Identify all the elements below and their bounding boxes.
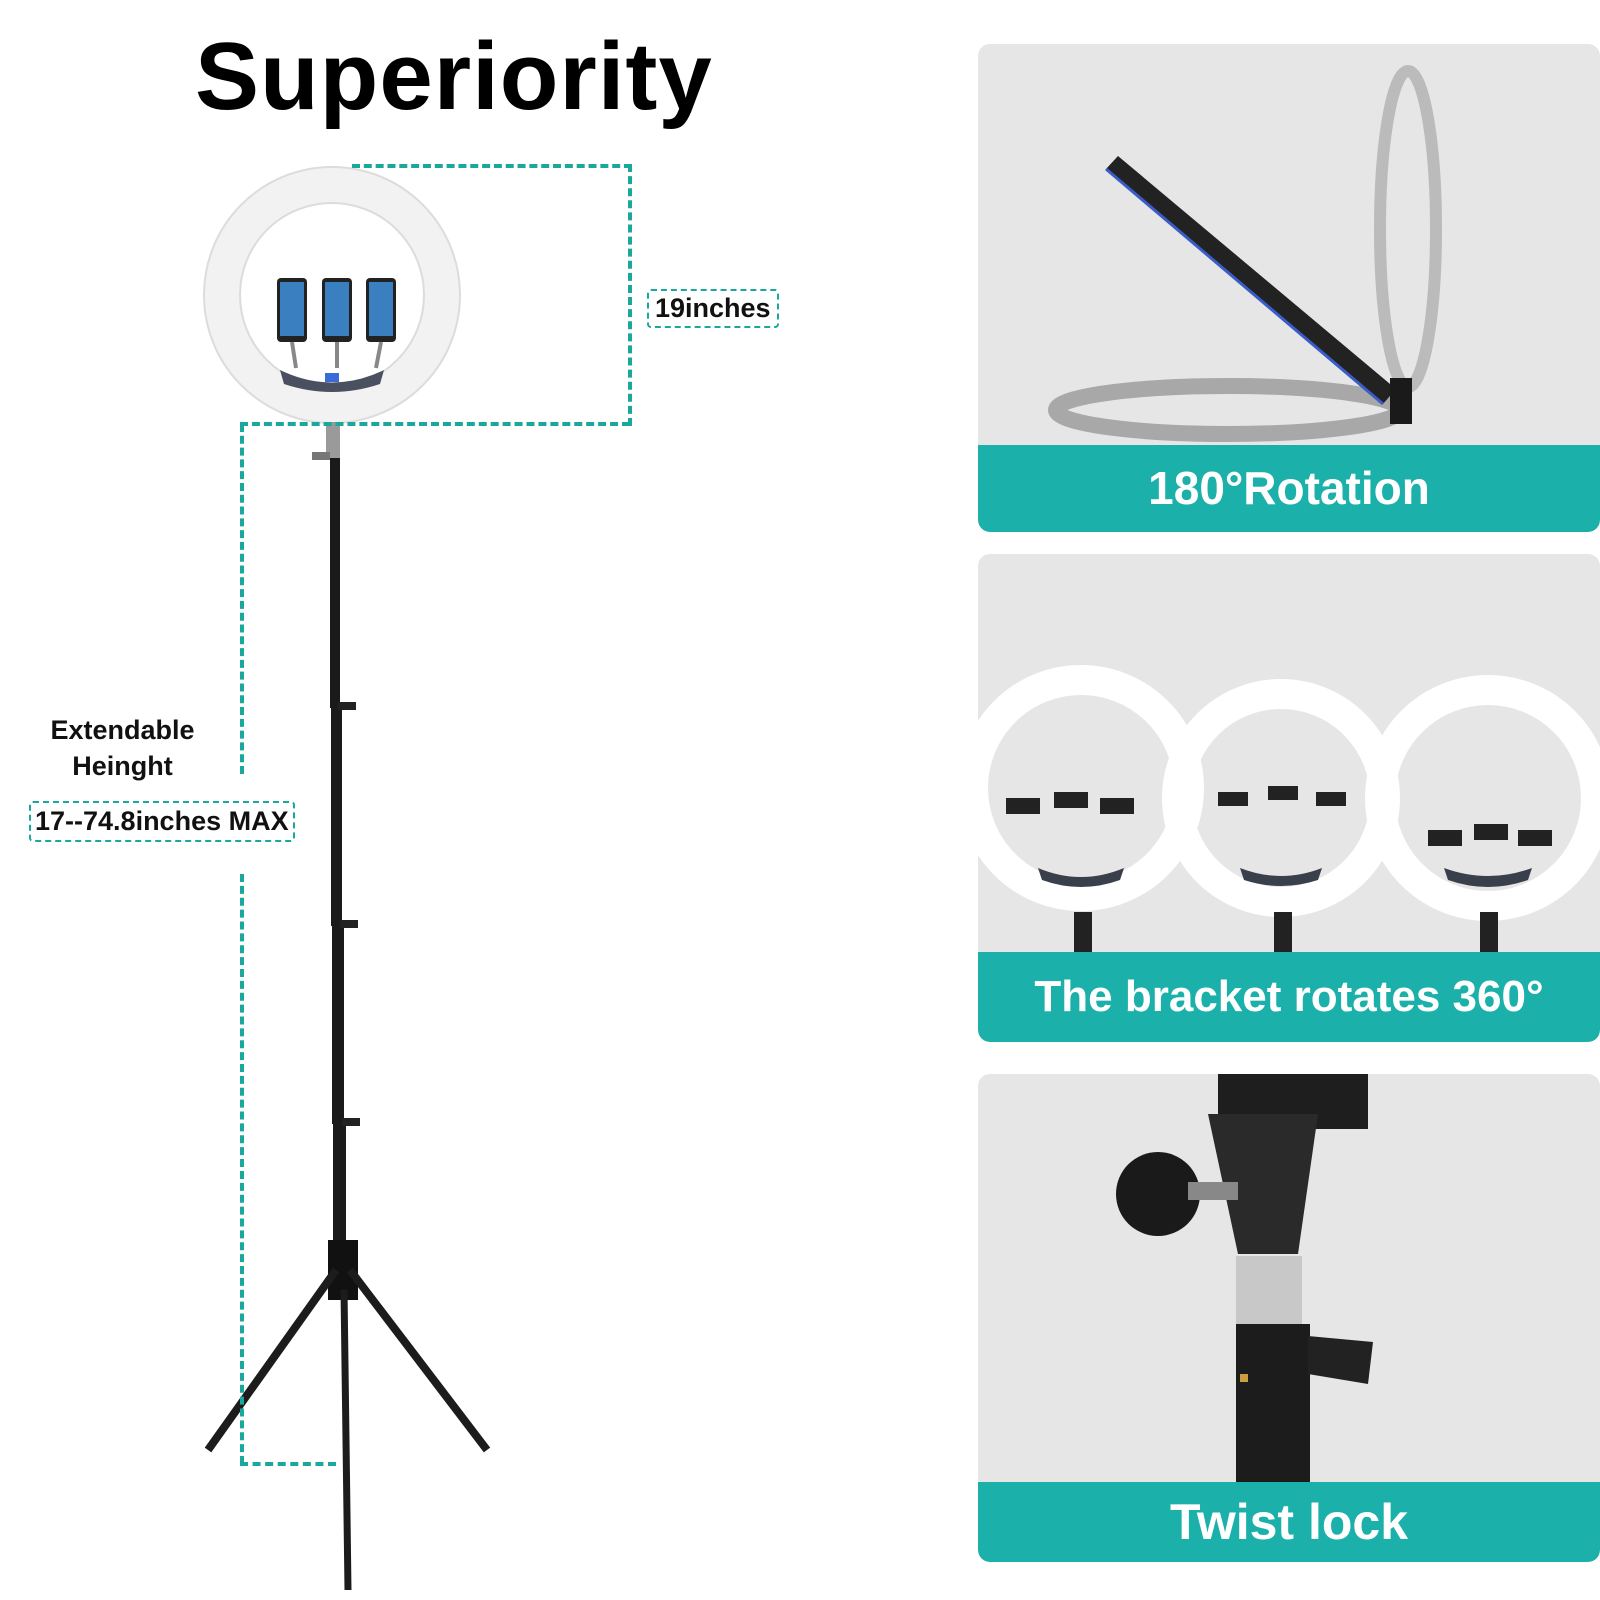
page-title: Superiority — [195, 23, 713, 130]
ring-right-guide — [628, 164, 632, 426]
phone-holders — [277, 278, 396, 369]
feature-panel-twist-lock: Twist lock — [978, 1074, 1600, 1562]
ring-mount — [326, 422, 340, 460]
ring-size-tag: 19inches — [647, 289, 779, 328]
tripod-leg-right — [346, 1267, 491, 1453]
height-text: Heinght — [72, 751, 173, 781]
feature-panel-rotation: 180°Rotation — [978, 44, 1600, 532]
height-guide-lower — [240, 874, 244, 1464]
rotation-illustration — [1048, 65, 1442, 442]
bracket-caption: The bracket rotates 360° — [978, 952, 1600, 1042]
height-guide-upper — [240, 424, 244, 774]
extendable-height-label: Extendable Heinght — [30, 712, 215, 784]
control-panel — [280, 370, 384, 392]
bracket-illustration — [978, 665, 1600, 954]
twist-lock-illustration — [1116, 1074, 1373, 1484]
tripod-leg-back — [340, 1289, 352, 1591]
height-bottom-guide — [240, 1462, 336, 1466]
twist-lock-caption: Twist lock — [978, 1482, 1600, 1562]
height-range-tag: 17--74.8inches MAX — [29, 801, 295, 842]
ring-top-guide — [352, 164, 632, 168]
feature-panel-bracket: The bracket rotates 360° — [978, 554, 1600, 1042]
tripod-leg-left — [204, 1267, 340, 1453]
ring-bottom-guide — [240, 422, 630, 426]
ring-light-stand-illustration — [203, 166, 491, 1591]
stand-pole — [330, 458, 340, 708]
extendable-text: Extendable — [50, 715, 195, 745]
ring-light — [204, 167, 460, 423]
rotation-caption: 180°Rotation — [978, 445, 1600, 532]
